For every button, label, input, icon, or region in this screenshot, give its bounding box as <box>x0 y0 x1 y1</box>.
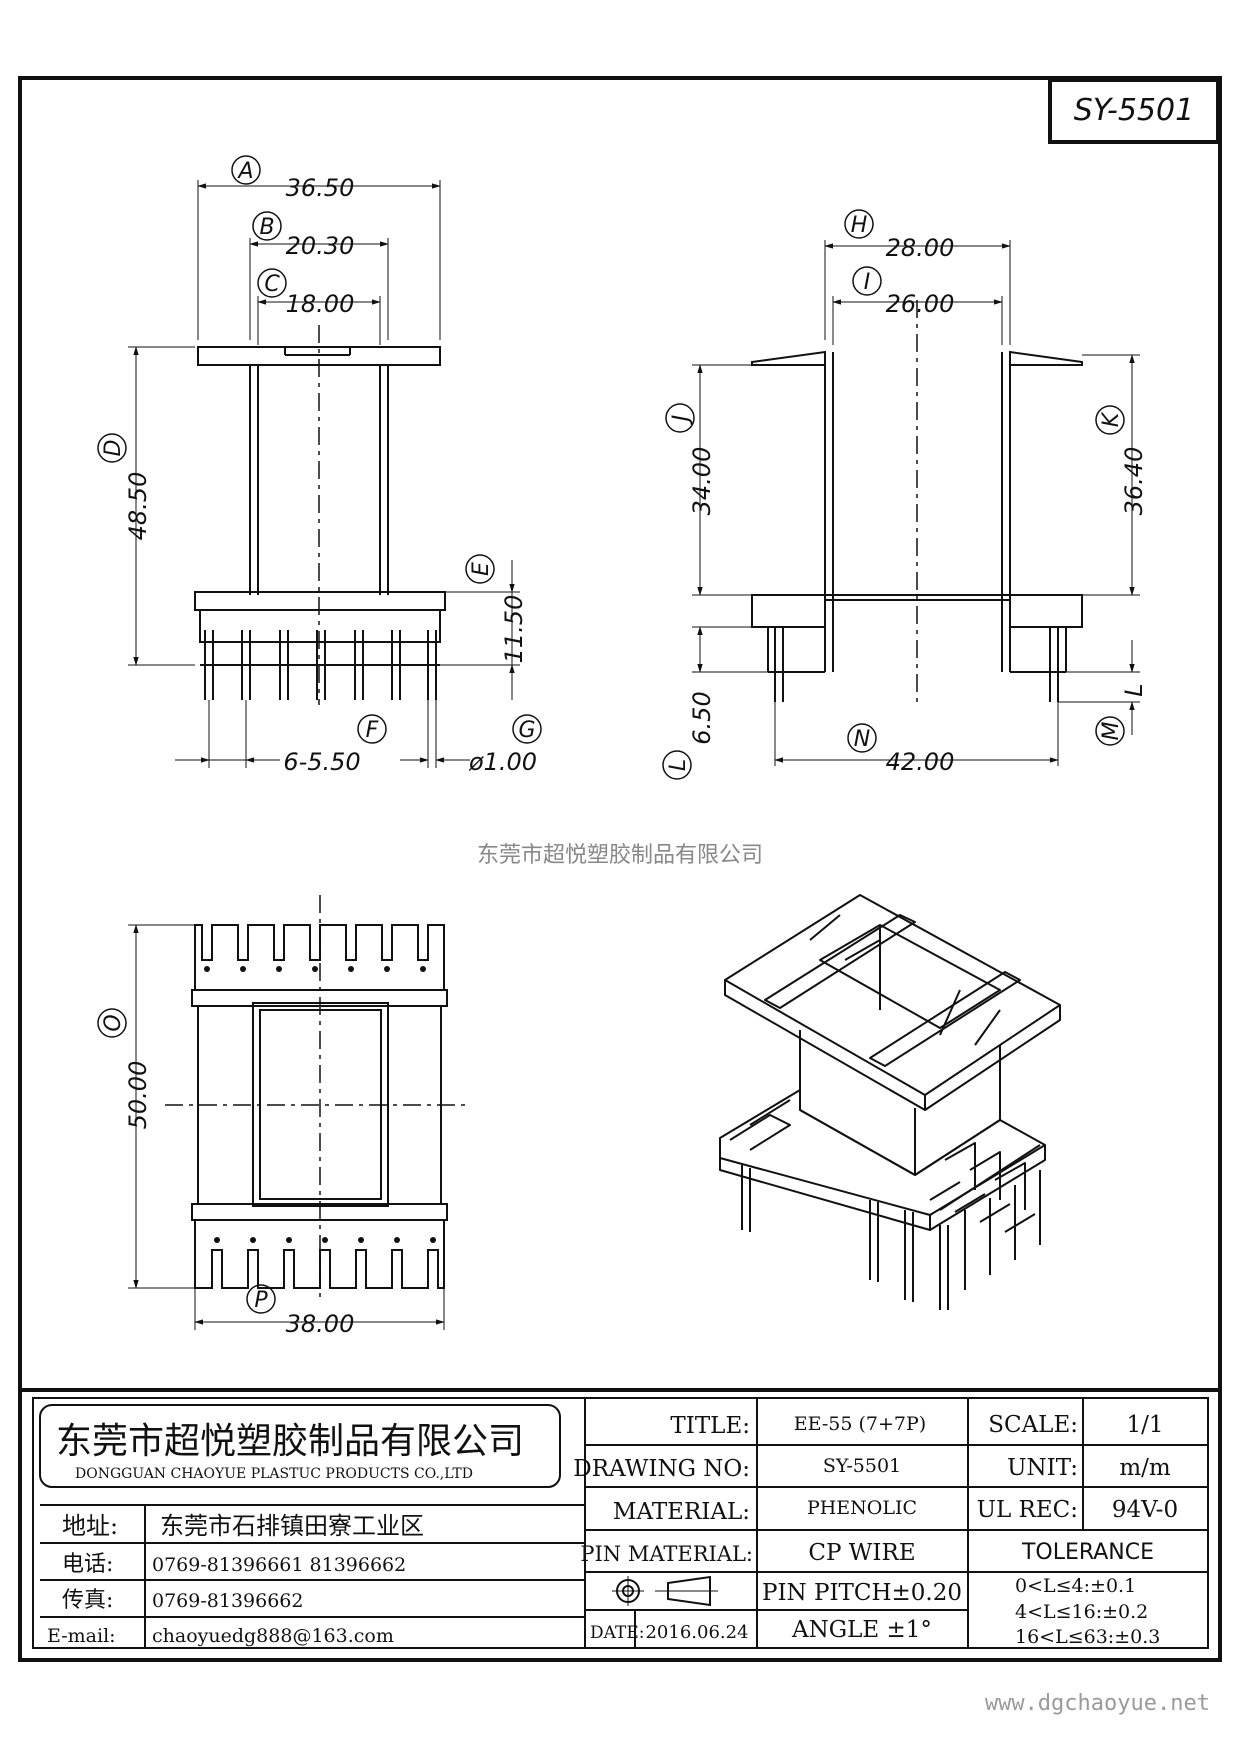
material-value: PHENOLIC <box>807 1497 917 1519</box>
callout-J: J <box>669 415 694 426</box>
ul-label: UL REC: <box>977 1497 1078 1523</box>
date-label: DATE: <box>590 1623 644 1643</box>
tolerance-row-2: 4<L≤16:±0.2 <box>1015 1601 1148 1623</box>
callout-M: M <box>1099 721 1124 740</box>
unit-value: m/m <box>1119 1455 1171 1481</box>
dim-H: 28.00 <box>886 234 955 262</box>
dim-G: ø1.00 <box>468 748 537 776</box>
title-value: EE-55 (7+7P) <box>794 1413 926 1435</box>
callout-B: B <box>259 215 274 240</box>
email-label: E-mail: <box>47 1625 116 1647</box>
callout-H: H <box>851 213 868 238</box>
scale-label: SCALE: <box>988 1412 1078 1438</box>
tolerance-row-1: 0<L≤4:±0.1 <box>1015 1575 1136 1597</box>
fax-value: 0769-81396662 <box>152 1590 303 1612</box>
sheet-border <box>18 76 1222 1662</box>
title-block-text: 东莞市超悦塑胶制品有限公司 DONGGUAN CHAOYUE PLASTUC P… <box>47 1412 1178 1648</box>
dim-L: 6.50 <box>688 691 716 744</box>
title-block <box>20 1388 1220 1649</box>
angle: ANGLE ±1° <box>791 1617 932 1643</box>
dim-A: 36.50 <box>286 174 355 202</box>
dim-E: 11.50 <box>500 595 528 664</box>
dim-C: 18.00 <box>286 290 355 318</box>
callout-O: O <box>101 1014 126 1031</box>
dim-B: 20.30 <box>286 232 355 260</box>
tolerance-label: TOLERANCE <box>1021 1540 1154 1565</box>
pin-material-value: CP WIRE <box>808 1540 915 1566</box>
dim-J: 34.00 <box>688 447 716 516</box>
callout-D: D <box>101 440 126 457</box>
callout-C: C <box>264 272 280 297</box>
bottom-view-labels: O 50.00 P 38.00 <box>97 1008 355 1338</box>
isometric-view <box>719 894 1061 1310</box>
website: www.dgchaoyue.net <box>985 1691 1210 1716</box>
dim-F: 6-5.50 <box>283 748 360 776</box>
bottom-view <box>128 895 470 1330</box>
callout-K: K <box>1099 411 1124 427</box>
watermark: 东莞市超悦塑胶制品有限公司 <box>477 843 763 868</box>
date-value: 2016.06.24 <box>645 1622 748 1643</box>
unit-label: UNIT: <box>1007 1455 1078 1481</box>
email-value: chaoyuedg888@163.com <box>152 1625 394 1647</box>
pin-pitch: PIN PITCH±0.20 <box>762 1580 962 1606</box>
dim-K: 36.40 <box>1120 447 1148 516</box>
material-label: MATERIAL: <box>613 1499 750 1525</box>
drawing-no-label: DRAWING NO: <box>573 1456 750 1482</box>
dim-O: 50.00 <box>124 1061 152 1130</box>
dim-I: 26.00 <box>886 290 955 318</box>
dim-D: 48.50 <box>124 472 152 541</box>
drawing-no-value: SY-5501 <box>823 1455 901 1477</box>
callout-G: G <box>518 718 535 743</box>
tolerance-row-3: 16<L≤63:±0.3 <box>1015 1626 1160 1648</box>
pin-material-label: PIN MATERIAL: <box>580 1542 753 1566</box>
title-label: TITLE: <box>670 1413 750 1439</box>
dim-N: 42.00 <box>886 748 955 776</box>
drawing-tag: SY-5501 <box>1074 93 1194 128</box>
company-name-cn: 东莞市超悦塑胶制品有限公司 <box>56 1421 524 1462</box>
callout-L: L <box>666 759 691 771</box>
address-label: 地址: <box>62 1512 118 1540</box>
callout-E: E <box>469 562 494 576</box>
callout-F: F <box>366 718 379 743</box>
callout-P: P <box>254 1288 268 1313</box>
phone-value: 0769-81396661 81396662 <box>152 1554 406 1576</box>
front-view <box>128 180 520 768</box>
front-view-labels: A 36.50 B 20.30 C 18.00 D 48.50 E 11.50 … <box>97 155 542 776</box>
dim-L-small: L <box>1120 683 1148 696</box>
company-name-en: DONGGUAN CHAOYUE PLASTUC PRODUCTS CO.,LT… <box>75 1466 473 1482</box>
side-view <box>692 240 1140 766</box>
ul-value: 94V-0 <box>1112 1497 1178 1523</box>
scale-value: 1/1 <box>1126 1412 1163 1438</box>
callout-N: N <box>854 727 870 752</box>
callout-A: A <box>236 159 253 184</box>
drawing-tag-box <box>1048 78 1220 144</box>
fax-label: 传真: <box>62 1588 113 1613</box>
side-view-labels: H 28.00 I 26.00 J 34.00 K 36.40 L 6.50 L… <box>662 209 1148 780</box>
dim-P: 38.00 <box>286 1310 355 1338</box>
callout-I: I <box>864 270 871 295</box>
phone-label: 电话: <box>62 1552 113 1577</box>
address-value: 东莞市石排镇田寮工业区 <box>160 1512 424 1540</box>
